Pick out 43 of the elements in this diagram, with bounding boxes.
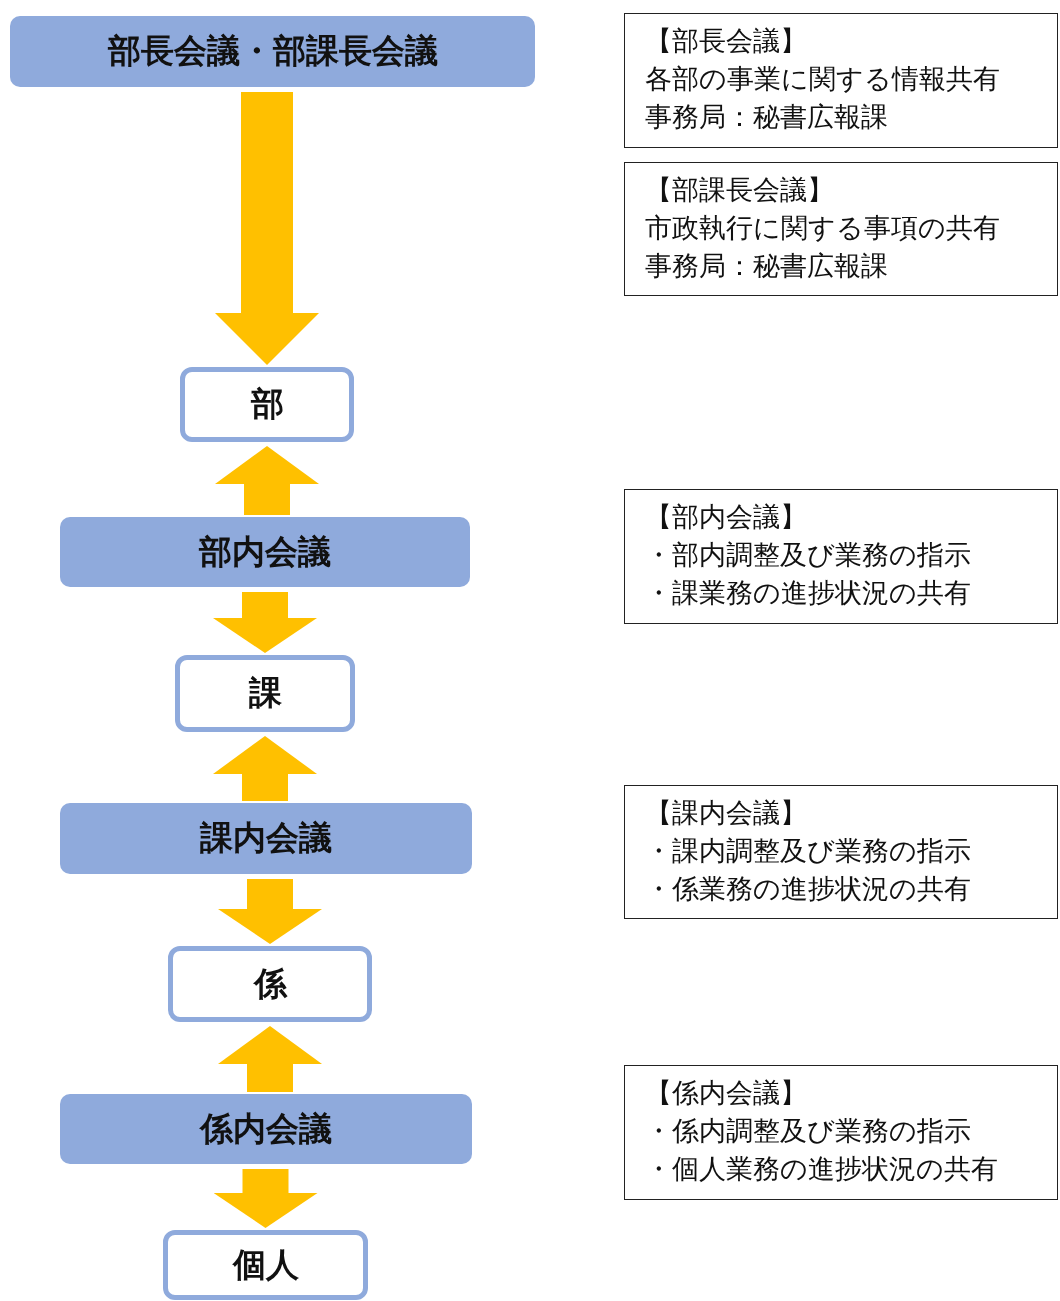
note-text: ・係内調整及び業務の指示 [645, 1114, 972, 1148]
block-arrow [218, 1026, 322, 1092]
block-arrow [213, 736, 317, 801]
node-label: 課内会議 [200, 817, 332, 859]
note-heading: 【係内会議】 [645, 1076, 808, 1110]
node-label: 係内会議 [200, 1107, 332, 1150]
meeting-box [60, 517, 470, 587]
note-text: 市政執行に関する事項の共有 [645, 211, 1001, 245]
note-box [624, 489, 1058, 624]
note-heading: 【課内会議】 [645, 796, 808, 830]
note-heading: 【部長会議】 [645, 24, 808, 58]
note-text: ・個人業務の進捗状況の共有 [645, 1152, 999, 1186]
note-text: 事務局：秘書広報課 [645, 100, 889, 134]
note-box [624, 1065, 1058, 1200]
block-arrow [218, 879, 322, 944]
note-text: ・係業務の進捗状況の共有 [645, 872, 972, 906]
node-label: 部 [250, 383, 284, 425]
note-text: ・部内調整及び業務の指示 [645, 538, 972, 572]
note-heading: 【部内会議】 [645, 500, 808, 534]
node-label: 部長会議・部課長会議 [107, 30, 438, 72]
block-arrow [215, 92, 319, 365]
note-box [624, 13, 1058, 148]
note-box [624, 162, 1058, 296]
node-label: 課 [248, 672, 282, 714]
node-label: 係 [253, 962, 287, 1005]
node-label: 個人 [232, 1243, 299, 1286]
unit-box [175, 655, 355, 732]
note-box [624, 785, 1058, 919]
block-arrow [213, 1169, 318, 1228]
note-text: ・課内調整及び業務の指示 [645, 834, 972, 868]
meeting-box [10, 16, 535, 87]
block-arrow [213, 592, 317, 653]
note-heading: 【部課長会議】 [645, 173, 835, 207]
node-label: 部内会議 [199, 530, 331, 573]
meeting-box [60, 803, 472, 874]
note-text: 事務局：秘書広報課 [645, 249, 889, 283]
block-arrow [215, 446, 319, 515]
unit-box [163, 1230, 368, 1300]
note-text: 各部の事業に関する情報共有 [645, 62, 1001, 96]
note-text: ・課業務の進捗状況の共有 [645, 576, 972, 610]
meeting-box [60, 1094, 472, 1164]
unit-box [168, 946, 372, 1022]
unit-box [180, 367, 354, 442]
